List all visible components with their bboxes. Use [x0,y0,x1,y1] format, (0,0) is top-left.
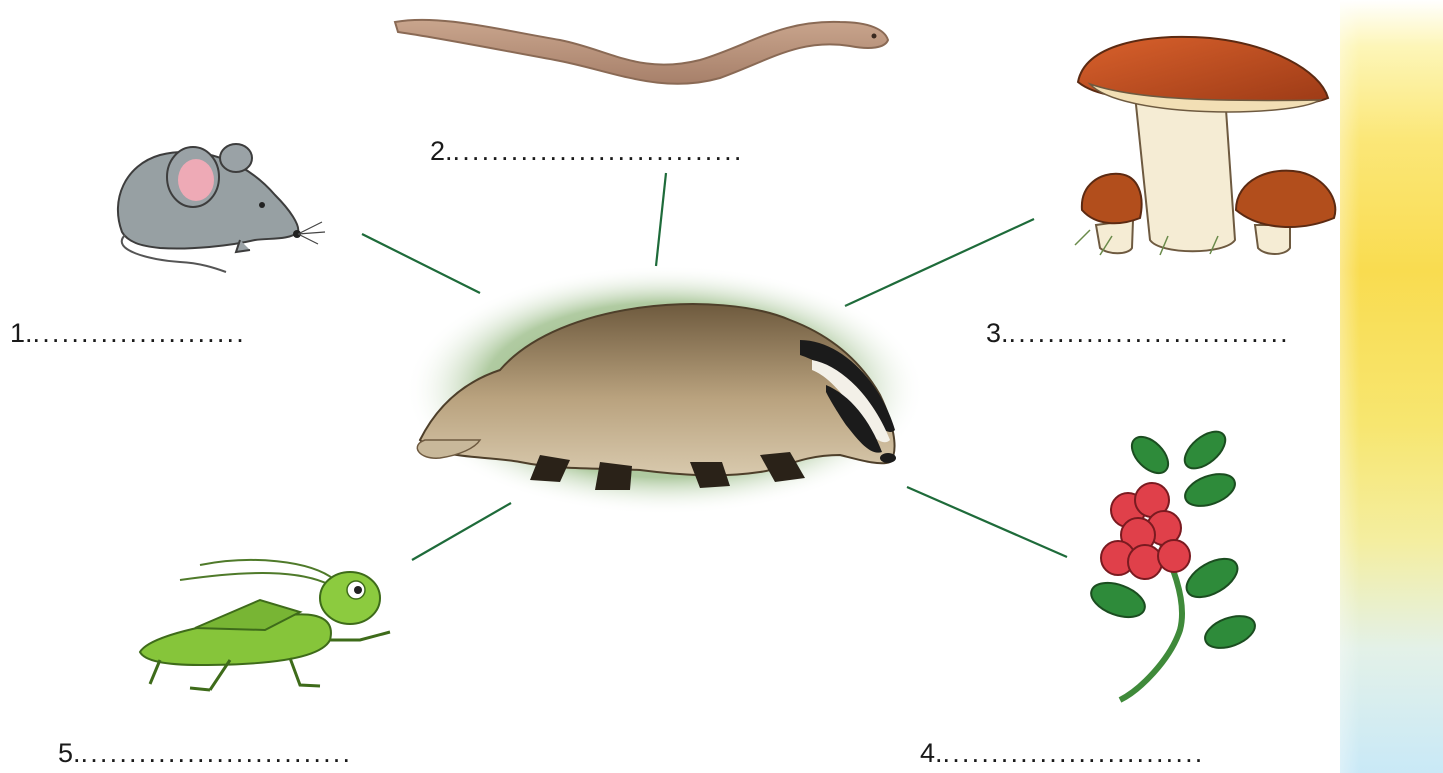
label-2-number: 2. [430,136,453,166]
worm-icon [395,20,888,84]
connector-mouse [362,234,480,293]
label-2-answer-line[interactable]: .............................. [453,136,744,166]
mushroom-icon [1075,37,1335,255]
label-3: 3.............................. [986,318,1290,349]
connector-worm [656,173,666,266]
label-5-number: 5. [58,738,81,768]
label-1: 1....................... [10,318,246,349]
label-2: 2............................... [430,136,744,167]
label-3-number: 3. [986,318,1009,348]
label-1-number: 1. [10,318,33,348]
label-1-answer-line[interactable]: ...................... [33,318,246,348]
label-4: 4............................ [920,738,1204,769]
connector-mushroom [845,219,1034,306]
label-4-number: 4. [920,738,943,768]
lingonberry-icon [1087,425,1260,700]
label-5: 5............................. [58,738,352,769]
badger-icon [405,265,925,515]
label-3-answer-line[interactable]: ............................. [1009,318,1290,348]
label-5-answer-line[interactable]: ............................ [81,738,353,768]
connector-berry [907,487,1067,557]
grasshopper-icon [140,560,390,690]
mouse-icon [118,144,325,272]
label-4-answer-line[interactable]: ........................... [943,738,1205,768]
connector-grasshopper [412,503,511,560]
